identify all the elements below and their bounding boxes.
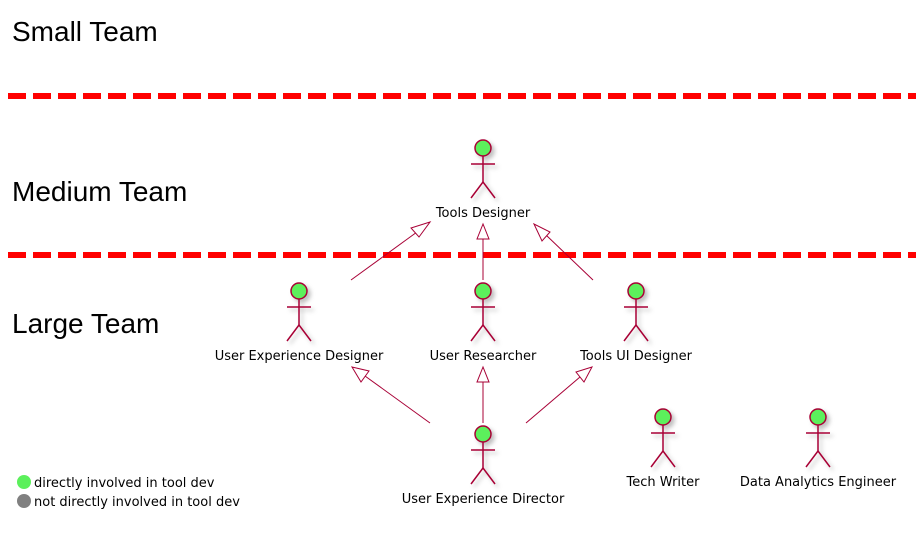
legend-label-involved: directly involved in tool dev xyxy=(34,476,215,491)
actor-tech-writer: Tech Writer xyxy=(626,408,701,490)
actor-user-researcher: User Researcher xyxy=(430,282,537,364)
section-title-small-team: Small Team xyxy=(12,16,158,47)
arrowhead xyxy=(532,222,551,242)
arrowhead xyxy=(410,221,432,238)
arrowhead xyxy=(476,222,490,240)
actor-label-ux-director: User Experience Director xyxy=(402,492,565,507)
legend-involved-icon xyxy=(17,475,31,489)
section-title-large-team: Large Team xyxy=(12,308,159,339)
section-title-medium-team: Medium Team xyxy=(12,176,187,207)
actor-head-icon xyxy=(809,408,827,426)
actor-label-tech-writer: Tech Writer xyxy=(626,475,701,490)
relation-ux-designer-to-tools-designer xyxy=(350,231,418,281)
actor-head-icon xyxy=(654,408,672,426)
actor-head-icon xyxy=(290,282,308,300)
legend-label-not-involved: not directly involved in tool dev xyxy=(34,495,240,510)
actor-head-icon xyxy=(474,425,492,443)
actor-head-icon xyxy=(474,282,492,300)
actor-label-user-researcher: User Researcher xyxy=(430,349,537,364)
relation-ux-director-to-tools-ui-designer xyxy=(525,376,581,424)
actor-label-ux-designer: User Experience Designer xyxy=(215,349,384,364)
arrowhead xyxy=(575,366,594,383)
legend: directly involved in tool dev not direct… xyxy=(17,475,240,510)
actor-tools-ui-designer: Tools UI Designer xyxy=(579,282,693,364)
actor-label-tools-designer: Tools Designer xyxy=(435,206,531,221)
legend-not-involved-icon xyxy=(17,494,31,508)
actor-label-tools-ui-designer: Tools UI Designer xyxy=(579,349,693,364)
arrowhead xyxy=(476,365,490,383)
actor-ux-designer: User Experience Designer xyxy=(215,282,384,364)
actor-tools-designer: Tools Designer xyxy=(435,139,531,221)
relations xyxy=(350,221,594,424)
actor-head-icon xyxy=(474,139,492,157)
arrowhead xyxy=(350,366,370,383)
actor-ux-director: User Experience Director xyxy=(402,425,565,507)
actor-head-icon xyxy=(627,282,645,300)
actor-label-data-analytics-engineer: Data Analytics Engineer xyxy=(740,475,897,490)
relation-ux-director-to-ux-designer xyxy=(364,375,431,424)
actor-data-analytics-engineer: Data Analytics Engineer xyxy=(740,408,897,490)
relation-tools-ui-designer-to-tools-designer xyxy=(545,234,594,281)
